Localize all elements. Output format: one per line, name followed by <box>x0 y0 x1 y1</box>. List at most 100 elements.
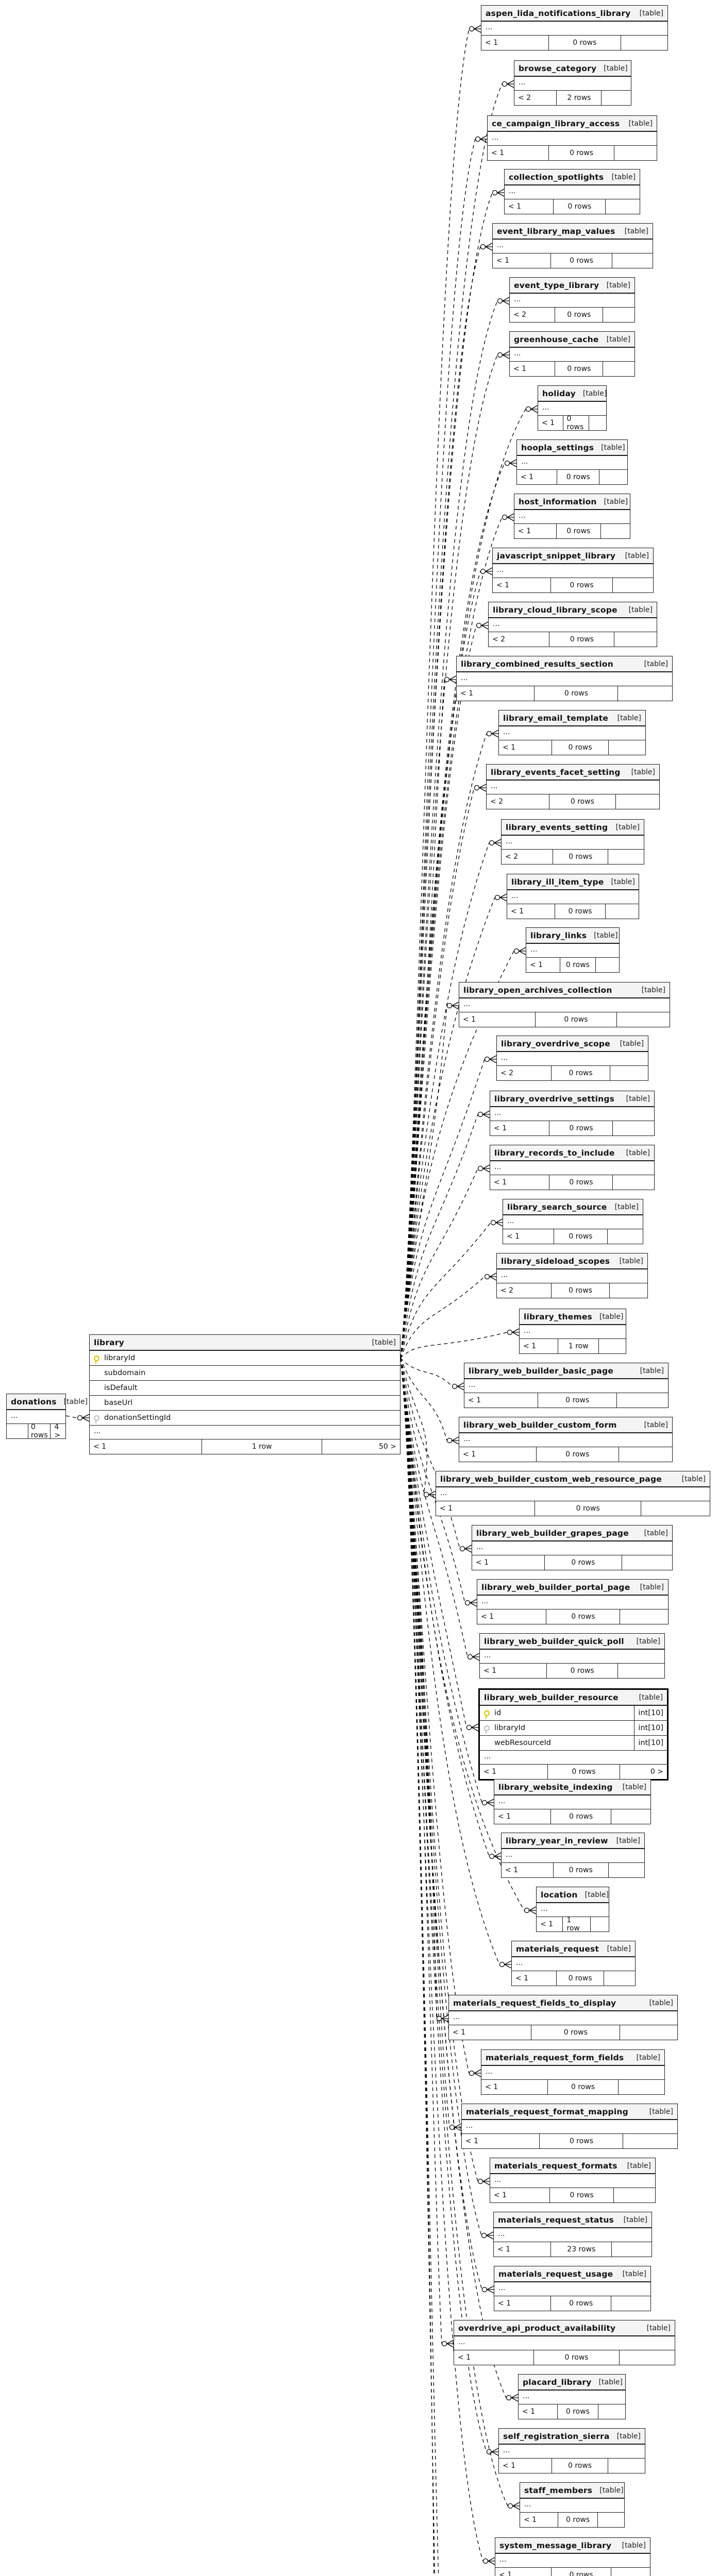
table-name-link[interactable]: donations <box>11 1397 57 1406</box>
implied-parents-cell: < 1 <box>515 1974 529 1982</box>
table-name-link[interactable]: event_library_map_values <box>497 226 615 236</box>
table-name-link[interactable]: greenhouse_cache <box>514 334 599 344</box>
table-name-link[interactable]: library_overdrive_settings <box>494 1094 615 1104</box>
table-header: library_web_builder_quick_poll[table] <box>480 1634 664 1650</box>
table-name-link[interactable]: library_ill_item_type <box>511 877 604 887</box>
table-name-link[interactable]: materials_request_status <box>498 2215 614 2225</box>
table-name-link[interactable]: library_links <box>530 930 587 940</box>
table-name-link[interactable]: location <box>541 1890 578 1900</box>
table-name-link[interactable]: library_web_builder_quick_poll <box>484 1636 624 1646</box>
table-name-link[interactable]: library_email_template <box>503 713 609 723</box>
table-name-link[interactable]: library_web_builder_portal_page <box>481 1582 630 1592</box>
table-name-link[interactable]: holiday <box>542 388 576 398</box>
row-count-cell: 0 rows <box>553 199 606 214</box>
table-name-link[interactable]: aspen_lida_notifications_library <box>486 8 631 18</box>
table-name-link[interactable]: materials_request_form_fields <box>486 2053 624 2062</box>
table-name-link[interactable]: system_message_library <box>499 2540 612 2550</box>
row-count-cell: 0 rows <box>553 850 608 864</box>
table-name-link[interactable]: materials_request_format_mapping <box>466 2107 628 2116</box>
no-key-icon <box>94 1385 99 1391</box>
row-count-cell: 0 rows <box>553 1229 608 1244</box>
table-name-link[interactable]: staff_members <box>524 2485 593 2495</box>
table-name-link[interactable]: library_events_facet_setting <box>491 767 621 777</box>
table-header: javascript_snippet_library[table] <box>493 548 653 564</box>
table-name-link[interactable]: library_search_source <box>507 1202 607 1212</box>
table-tag: [table] <box>622 2541 646 2550</box>
implied-parents-cell: < 1 <box>524 2516 537 2524</box>
implied-parents-cell: < 1 <box>499 2571 512 2576</box>
table-header: overdrive_api_product_availability[table… <box>454 2320 675 2336</box>
table-header: materials_request_formats[table] <box>490 2158 655 2174</box>
elided-columns-row: ... <box>480 1650 664 1664</box>
table-name-link[interactable]: library_year_in_review <box>506 1836 608 1845</box>
table-name-link[interactable]: materials_request_fields_to_display <box>453 1998 616 2008</box>
table-name-link[interactable]: library_cloud_library_scope <box>493 605 617 615</box>
implied-children-cell <box>609 740 645 755</box>
table-tag: [table] <box>644 659 668 668</box>
column-type: int[10] <box>634 1706 667 1720</box>
table-name-link[interactable]: hoopla_settings <box>521 443 594 452</box>
row-count-cell: 0 rows <box>550 1809 612 1824</box>
table-name-link[interactable]: library_web_builder_custom_form <box>463 1420 617 1430</box>
table-name-link[interactable]: library_web_builder_basic_page <box>469 1366 613 1376</box>
table-name-link[interactable]: library_combined_results_section <box>461 659 613 669</box>
table-name-link[interactable]: placard_library <box>523 2377 592 2387</box>
table-header: holiday[table] <box>538 386 607 402</box>
table-header: library_events_setting[table] <box>502 820 644 836</box>
implied-parents-cell: < 1 <box>522 2408 536 2416</box>
row-count-cell: 0 rows <box>549 632 615 647</box>
table-name-link[interactable]: ce_campaign_library_access <box>492 118 620 128</box>
table-tag: [table] <box>644 1529 668 1537</box>
table-name-link[interactable]: self_registration_sierra <box>503 2431 610 2441</box>
column-row-subdomain: subdomain <box>90 1366 400 1381</box>
table-name-link[interactable]: library_records_to_include <box>494 1148 615 1158</box>
table-name-link[interactable]: library_themes <box>524 1312 592 1321</box>
table-name-link[interactable]: collection_spotlights <box>509 172 604 182</box>
table-tag: [table] <box>601 443 625 452</box>
column-row-libraryId: libraryId <box>90 1351 400 1366</box>
table-header: library_web_builder_portal_page[table] <box>477 1580 668 1596</box>
column-type: int[10] <box>634 1721 667 1735</box>
table-name-link[interactable]: library <box>94 1337 124 1347</box>
table-name-link[interactable]: browse_category <box>519 63 597 73</box>
implied-children-cell <box>621 36 667 50</box>
elided-columns-row: ... <box>454 2336 675 2350</box>
table-tag: [table] <box>622 1783 646 1791</box>
table-header: library [table] <box>90 1335 400 1351</box>
table-name-link[interactable]: javascript_snippet_library <box>497 551 616 561</box>
table-name-link[interactable]: library_web_builder_grapes_page <box>476 1528 629 1538</box>
table-name-link[interactable]: host_information <box>519 497 597 506</box>
table-name-link[interactable]: event_type_library <box>514 280 599 290</box>
implied-children-cell <box>596 958 619 972</box>
table-header: library_open_archives_collection[table] <box>459 982 670 998</box>
table-name-link[interactable]: library_web_builder_custom_web_resource_… <box>440 1474 662 1484</box>
table-tag: [table] <box>616 1836 640 1845</box>
table-name-link[interactable]: library_events_setting <box>506 822 608 832</box>
implied-parents-cell: < 1 <box>496 581 510 589</box>
table-name-link[interactable]: library_web_builder_resource <box>484 1692 619 1702</box>
table-box-library_web_builder_quick_poll: library_web_builder_quick_poll[table]...… <box>479 1633 665 1679</box>
elided-columns-row: ... <box>480 1751 667 1765</box>
table-name-link[interactable]: library_sideload_scopes <box>501 1256 610 1266</box>
implied-children-cell <box>601 524 630 538</box>
elided-columns-row: ... <box>502 836 644 850</box>
table-name-link[interactable]: materials_request_formats <box>494 2161 617 2171</box>
implied-children-cell <box>620 2025 677 2040</box>
table-name-link[interactable]: library_overdrive_scope <box>501 1039 610 1048</box>
table-name-link[interactable]: materials_request <box>516 1944 599 1954</box>
elided-columns-row: ... <box>490 2174 655 2188</box>
table-name-link[interactable]: library_website_indexing <box>498 1782 613 1792</box>
table-name-link[interactable]: library_open_archives_collection <box>463 985 612 995</box>
table-name-link[interactable]: overdrive_api_product_availability <box>458 2323 616 2333</box>
row-count-cell: 0 rows <box>559 958 596 972</box>
table-name-link[interactable]: materials_request_usage <box>498 2269 613 2279</box>
table-tag: [table] <box>372 1338 396 1347</box>
table-tag: [table] <box>63 1397 88 1406</box>
